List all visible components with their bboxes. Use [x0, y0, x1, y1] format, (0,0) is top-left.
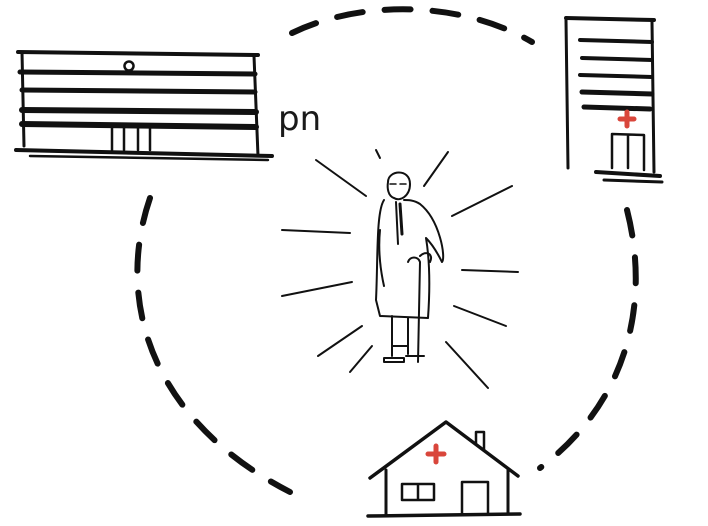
red-cross-icon — [620, 112, 634, 126]
radiating-lines — [282, 150, 518, 388]
clinic-house-icon — [368, 422, 520, 516]
elderly-person-with-cane-icon — [376, 173, 443, 363]
dashed-care-circle — [137, 9, 635, 492]
hospital-building-icon — [566, 18, 662, 182]
clock-icon — [125, 62, 134, 71]
office-sign-label: pn — [278, 99, 321, 139]
office-building-icon — [16, 52, 272, 160]
red-cross-icon — [428, 446, 444, 462]
